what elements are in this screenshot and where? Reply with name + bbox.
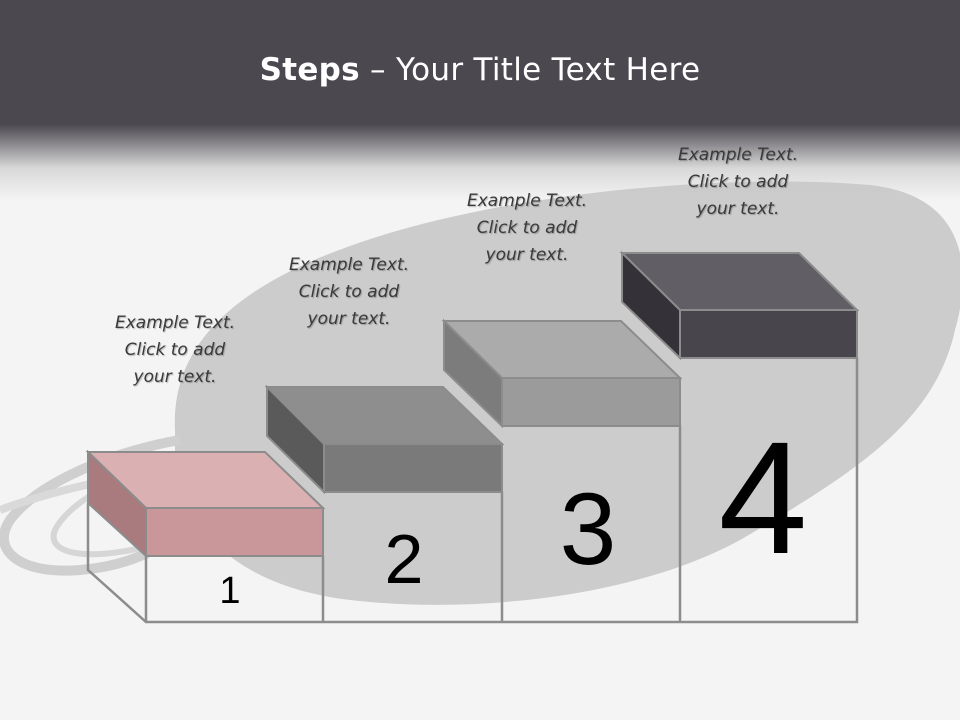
step-text-3[interactable]: Example Text. Click to add your text. [442, 188, 612, 269]
step-text-1[interactable]: Example Text. Click to add your text. [90, 310, 260, 391]
title-bold: Steps [259, 52, 360, 88]
step-text-3-line1: Example Text. [466, 191, 588, 211]
step-block-4 [619, 250, 860, 361]
step-text-4[interactable]: Example Text. Click to add your text. [653, 142, 823, 223]
step-text-3-line3: your text. [485, 245, 569, 265]
step-block-2 [264, 384, 505, 495]
step-number-3: 3 [559, 472, 617, 586]
step-text-4-line2: Click to add [687, 172, 789, 192]
step-text-2-line1: Example Text. [288, 255, 410, 275]
step-number-1: 1 [219, 570, 241, 612]
step-text-2[interactable]: Example Text. Click to add your text. [264, 252, 434, 333]
step-text-4-line3: your text. [696, 199, 780, 219]
step-text-3-line2: Click to add [476, 218, 578, 238]
step-text-1-line2: Click to add [124, 340, 226, 360]
slide-title[interactable]: Steps – Your Title Text Here [0, 52, 960, 88]
step-text-2-line3: your text. [307, 309, 391, 329]
step-text-2-line2: Click to add [298, 282, 400, 302]
header-band [0, 0, 960, 200]
step-number-4: 4 [718, 408, 808, 587]
step-block-3 [441, 318, 683, 429]
step-text-1-line3: your text. [133, 367, 217, 387]
step-number-2: 2 [384, 520, 424, 598]
title-rest: – Your Title Text Here [359, 52, 701, 88]
steps-base-outline [86, 358, 859, 624]
step-block-1 [85, 449, 326, 559]
step-text-4-line1: Example Text. [677, 145, 799, 165]
step-text-1-line1: Example Text. [114, 313, 236, 333]
